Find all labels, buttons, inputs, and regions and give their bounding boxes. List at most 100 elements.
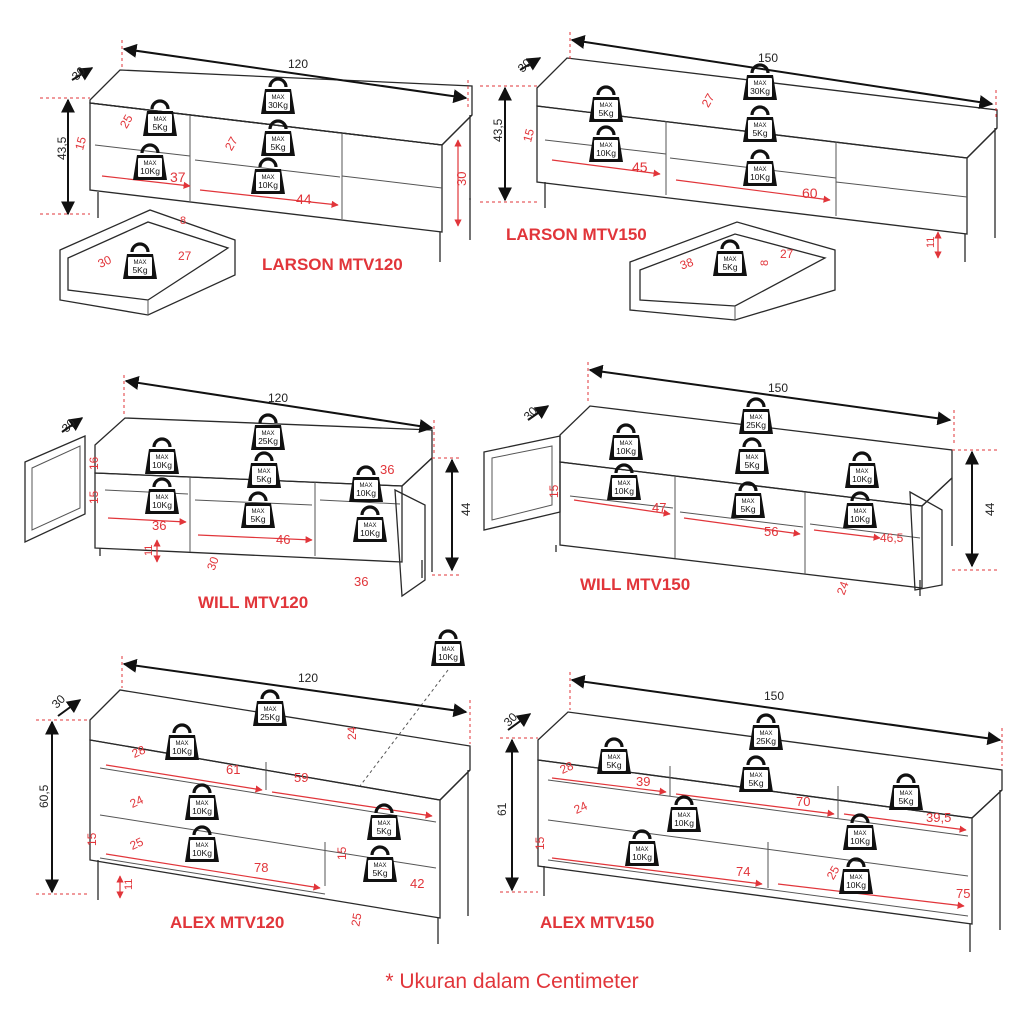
larson-120-drawer-8: 8: [180, 215, 186, 227]
will-120-dimensions: 120 30 44 16 15 36 46 36 36 11 30: [59, 375, 473, 589]
svg-text:MAX: MAX: [899, 791, 912, 797]
svg-text:30Kg: 30Kg: [268, 100, 288, 110]
product-will-120: 120 30 44 16 15 36 46 36 36 11 30 MAX10K…: [24, 375, 473, 612]
svg-text:MAX: MAX: [155, 495, 168, 501]
alex-150-dimensions: 150 30 61 28 39 70 39,5 24 15 74 25 75: [495, 672, 1003, 909]
svg-text:MAX: MAX: [261, 431, 274, 437]
svg-text:MAX: MAX: [195, 801, 208, 807]
alex-150-title: ALEX MTV150: [540, 913, 654, 932]
larson-120-drawer-27: 27: [178, 249, 192, 263]
alex-150-drawing: [537, 711, 1003, 952]
svg-text:MAX: MAX: [753, 167, 766, 173]
svg-text:5Kg: 5Kg: [152, 122, 167, 132]
larson-120-dim-37: 37: [170, 169, 186, 185]
will-120-dim-30: 30: [204, 555, 222, 573]
alex-150-height-label: 61: [495, 802, 509, 816]
svg-text:MAX: MAX: [271, 137, 284, 143]
svg-text:MAX: MAX: [607, 755, 620, 761]
alex-120-dimensions: 120 30 60,5 28 61 59 24 24 25 78 15 42 1…: [36, 656, 471, 928]
larson-120-title: LARSON MTV120: [262, 255, 403, 274]
svg-text:MAX: MAX: [677, 813, 690, 819]
svg-text:10Kg: 10Kg: [846, 880, 866, 890]
larson-150-dim-45: 45: [632, 159, 648, 175]
svg-text:MAX: MAX: [599, 103, 612, 109]
svg-text:MAX: MAX: [617, 481, 630, 487]
will-150-dim-46-5: 46,5: [880, 531, 904, 545]
svg-text:5Kg: 5Kg: [744, 460, 759, 470]
svg-text:MAX: MAX: [635, 847, 648, 853]
larson-150-width-label: 150: [758, 51, 778, 65]
svg-text:10Kg: 10Kg: [192, 848, 212, 858]
larson-150-drawer-8: 8: [759, 260, 771, 266]
svg-text:5Kg: 5Kg: [598, 108, 613, 118]
svg-text:MAX: MAX: [263, 707, 276, 713]
svg-text:30Kg: 30Kg: [750, 86, 770, 96]
alex-120-dim-61: 61: [226, 762, 240, 777]
units-footnote: * Ukuran dalam Centimeter: [385, 970, 639, 993]
larson-150-dim-15: 15: [520, 127, 537, 144]
will-150-drawing: [483, 405, 953, 596]
larson-150-drawing: [536, 57, 998, 321]
larson-120-drawer-30: 30: [96, 252, 114, 270]
svg-text:10Kg: 10Kg: [596, 148, 616, 158]
larson-120-dim-30: 30: [454, 172, 469, 186]
alex-150-dim-74: 74: [736, 864, 750, 879]
svg-text:10Kg: 10Kg: [152, 500, 172, 510]
svg-text:5Kg: 5Kg: [376, 826, 391, 836]
will-120-height-label: 44: [459, 502, 473, 516]
alex-120-dim-78: 78: [254, 860, 268, 875]
svg-text:5Kg: 5Kg: [752, 128, 767, 138]
larson-150-dim-11: 11: [925, 237, 937, 248]
alex-120-depth-label: 30: [49, 692, 69, 712]
svg-text:MAX: MAX: [753, 81, 766, 87]
alex-120-drawing: [89, 669, 471, 944]
alex-120-height-label: 60,5: [37, 784, 51, 808]
svg-text:5Kg: 5Kg: [606, 760, 621, 770]
will-120-dim-46: 46: [276, 532, 290, 547]
svg-text:MAX: MAX: [759, 731, 772, 737]
svg-text:MAX: MAX: [723, 257, 736, 263]
svg-text:5Kg: 5Kg: [898, 796, 913, 806]
alex-120-dim-24b: 24: [128, 792, 146, 810]
alex-150-dim-28: 28: [558, 758, 576, 776]
alex-120-dim-59: 59: [294, 770, 308, 785]
product-alex-150: 150 30 61 28 39 70 39,5 24 15 74 25 75 M…: [495, 672, 1003, 952]
larson-120-dim-27: 27: [222, 134, 241, 153]
svg-text:10Kg: 10Kg: [140, 166, 160, 176]
alex-120-dim-28: 28: [130, 742, 148, 760]
svg-text:10Kg: 10Kg: [360, 528, 380, 538]
svg-text:5Kg: 5Kg: [748, 778, 763, 788]
larson-120-dim-25: 25: [117, 112, 136, 131]
alex-120-dim-42: 42: [410, 876, 424, 891]
svg-text:MAX: MAX: [599, 143, 612, 149]
larson-120-width-label: 120: [288, 57, 308, 71]
svg-text:MAX: MAX: [133, 260, 146, 266]
